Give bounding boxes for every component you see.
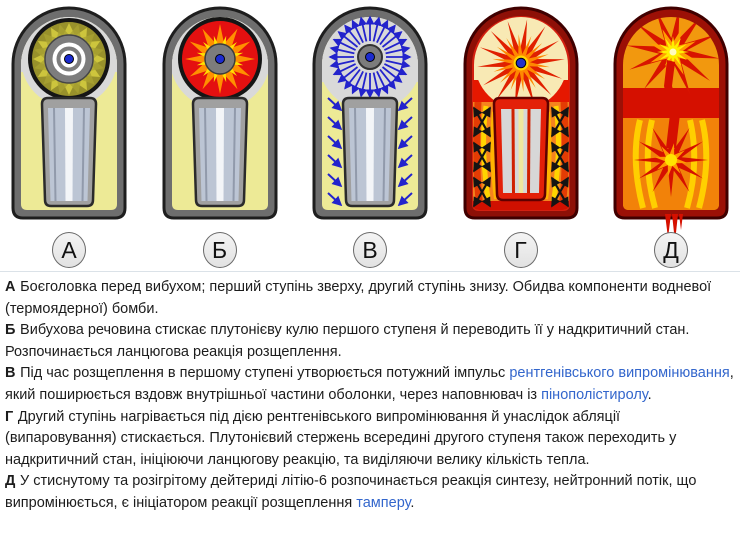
stage-g-column: Г <box>456 2 586 268</box>
diagram-stage-v <box>312 6 428 220</box>
primary-stage-detonating <box>177 17 262 101</box>
stage-letter: В <box>362 236 378 263</box>
stage-label-a: А <box>52 232 86 268</box>
stage-letter: Г <box>514 236 527 263</box>
breakout-flames <box>665 214 683 242</box>
diagram-stage-a <box>11 6 127 220</box>
stage-a-column: А <box>4 2 134 268</box>
fusion-band <box>632 119 646 209</box>
legend-key-a: А <box>5 279 16 295</box>
diagram-stage-g <box>463 6 578 220</box>
legend-link[interactable]: тамперу <box>356 494 411 511</box>
stage-label-b: Б <box>202 232 237 268</box>
legend-key-v: В <box>5 365 16 382</box>
legend-text: . <box>410 494 415 511</box>
xray-radial-arrows <box>328 15 412 99</box>
legend-text: У стиснутому та розігрітому дейтериді лі… <box>5 473 697 511</box>
legend-key-d: Д <box>5 473 16 490</box>
secondary-stage <box>191 96 248 208</box>
legend-text: Боєголовка перед вибухом; перший ступінь… <box>5 279 712 317</box>
flame-streak <box>489 111 498 200</box>
diagram-stage-d <box>613 6 729 242</box>
fusion-band <box>644 119 658 209</box>
stage-letter: Б <box>211 236 228 263</box>
legend-text: Вибухова речовина стискає плутонієву кул… <box>5 322 690 360</box>
stage-label-v: В <box>353 232 387 268</box>
plasma-connector <box>664 60 680 148</box>
flame-streak <box>543 111 552 200</box>
stage-d-column: Д <box>606 2 736 268</box>
secondary-stage-compressing <box>492 96 549 202</box>
fusion-band <box>696 119 710 209</box>
stage-letter: А <box>61 236 77 263</box>
xray-channel-arrows <box>327 97 413 207</box>
legend-text: Під час розщеплення в першому ступені ут… <box>20 365 510 382</box>
image-text-divider <box>0 271 740 272</box>
initiator-dot <box>515 57 526 69</box>
fusion-band <box>684 119 698 209</box>
primary-fireball <box>474 17 567 109</box>
teller-ulam-diagram: А Б <box>4 2 736 268</box>
stage-b-column: Б <box>155 2 285 268</box>
initiator-dot <box>64 54 74 64</box>
stage-v-column: В <box>305 2 435 268</box>
stage-letter: Д <box>663 236 679 263</box>
stage-label-d: Д <box>654 232 688 268</box>
heat-band-bottom <box>472 201 569 210</box>
legend-text: , який поширюється вздовж внутрішньої ча… <box>5 365 734 403</box>
legend-key-b: Б <box>5 322 16 339</box>
ablation-arrows <box>472 106 569 208</box>
legend-text: . <box>647 386 652 403</box>
legend-link[interactable]: пінополістиролу <box>541 386 648 403</box>
legend-key-g: Г <box>5 408 14 425</box>
secondary-stage <box>341 96 399 208</box>
primary-stage <box>28 18 110 100</box>
initiator-dot <box>365 52 375 62</box>
initiator-dot <box>214 54 225 64</box>
primary-core <box>357 44 383 70</box>
diagram-stage-b <box>162 6 277 220</box>
secondary-stage <box>40 96 98 208</box>
legend-text: Другий ступінь нагрівається під дією рен… <box>5 408 677 468</box>
legend-link[interactable]: рентгенівського випромінювання <box>509 365 730 382</box>
stage-label-g: Г <box>503 232 538 268</box>
